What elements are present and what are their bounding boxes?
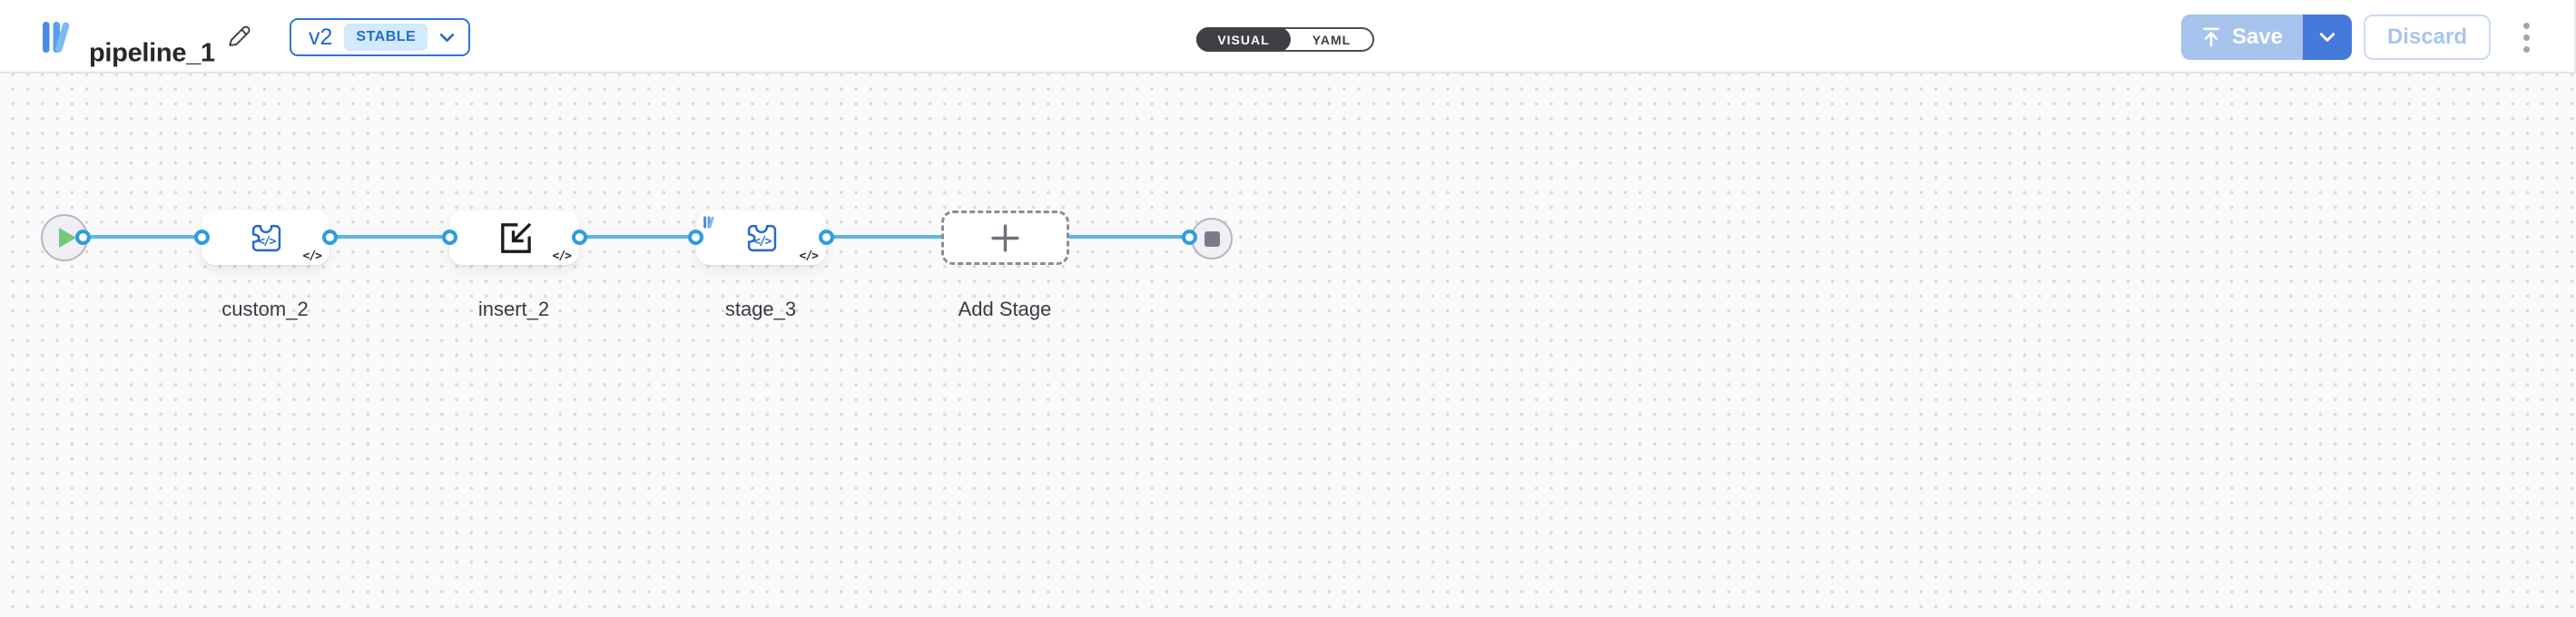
add-stage-button[interactable] <box>941 211 1069 265</box>
app-logo-tag-icon <box>703 215 718 230</box>
node-label-add-stage: Add Stage <box>958 298 1052 320</box>
port-stage_3-out[interactable] <box>819 230 834 245</box>
page-title: pipeline_1 <box>89 38 215 68</box>
play-icon <box>58 228 76 248</box>
kebab-dot <box>2522 45 2530 53</box>
kebab-dot <box>2522 22 2530 29</box>
discard-button[interactable]: Discard <box>2364 15 2491 60</box>
stage-node-custom_2[interactable]: </> </> <box>202 211 329 265</box>
upload-icon <box>2199 25 2223 49</box>
stop-icon <box>1204 230 1220 247</box>
port-insert_2-out[interactable] <box>572 230 587 245</box>
version-status-badge: STABLE <box>344 24 428 51</box>
edit-title-button[interactable] <box>223 21 253 51</box>
svg-text:</>: </> <box>753 235 772 249</box>
save-button[interactable]: Save <box>2181 15 2301 60</box>
stage-node-stage_3[interactable]: </> </> <box>696 211 826 265</box>
save-options-button[interactable] <box>2301 15 2352 60</box>
pipeline-canvas[interactable]: </> </> </> <box>0 73 2576 617</box>
port-end-in[interactable] <box>1182 230 1197 245</box>
code-badge: </> <box>552 250 573 263</box>
plus-icon <box>988 221 1022 255</box>
chevron-down-icon <box>439 33 455 43</box>
port-stage_3-in[interactable] <box>688 230 703 245</box>
tab-yaml[interactable]: YAML <box>1291 29 1372 50</box>
insert-icon <box>495 219 534 258</box>
save-split-button: Save <box>2181 15 2352 60</box>
port-custom_2-in[interactable] <box>194 230 210 245</box>
kebab-dot <box>2522 34 2530 41</box>
stage-node-insert_2[interactable]: </> <box>449 211 579 265</box>
version-label: v2 <box>309 24 333 50</box>
tab-visual[interactable]: VISUAL <box>1196 27 1291 52</box>
node-label-stage_3: stage_3 <box>724 298 797 320</box>
more-options-button[interactable] <box>2512 15 2540 59</box>
custom-code-icon: </> <box>743 222 779 254</box>
port-insert_2-in[interactable] <box>442 230 457 245</box>
view-mode-toggle: VISUAL YAML <box>1196 27 1374 52</box>
port-start-out[interactable] <box>75 230 91 245</box>
header: pipeline_1 v2 STABLE VISUAL YAML <box>0 0 2574 73</box>
node-label-custom_2: custom_2 <box>221 298 309 320</box>
code-badge: </> <box>799 250 820 263</box>
app-logo-icon <box>40 18 80 61</box>
version-selector[interactable]: v2 STABLE <box>290 18 471 56</box>
port-custom_2-out[interactable] <box>322 230 338 245</box>
save-button-label: Save <box>2231 24 2284 49</box>
pipeline-edge <box>83 235 1189 239</box>
svg-text:</>: </> <box>258 235 276 249</box>
node-label-insert_2: insert_2 <box>477 298 550 320</box>
pencil-icon <box>225 25 251 52</box>
code-badge: </> <box>302 250 323 263</box>
custom-code-icon: </> <box>248 222 283 254</box>
pipeline-end-node[interactable] <box>1191 218 1233 260</box>
chevron-down-icon <box>2319 32 2335 43</box>
